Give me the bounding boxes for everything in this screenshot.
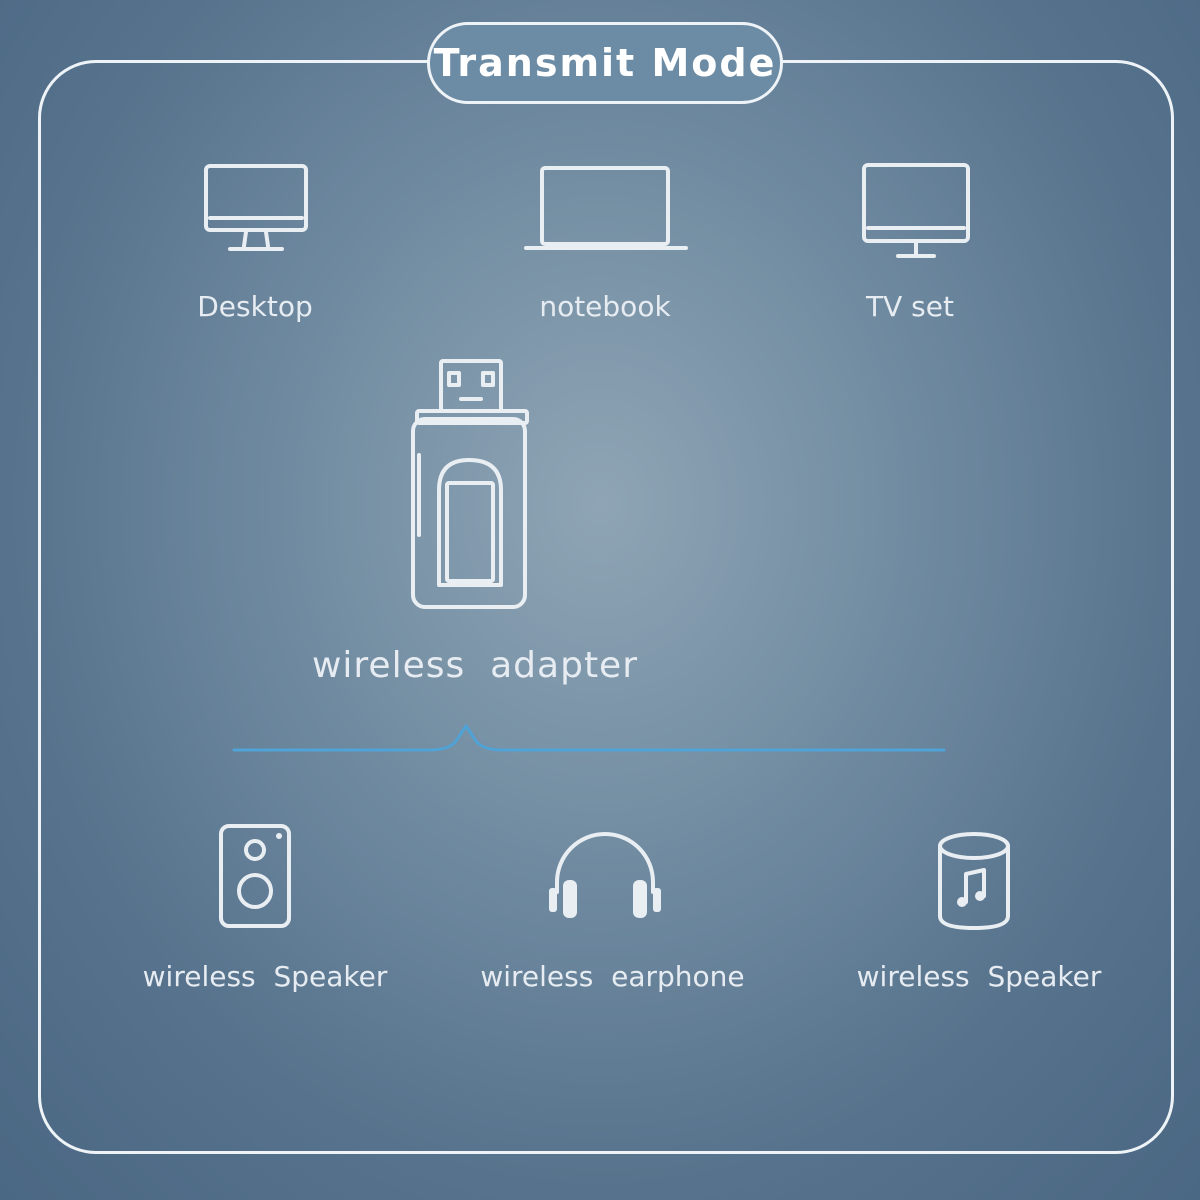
tv-icon bbox=[858, 160, 974, 264]
speaker-icon bbox=[215, 820, 295, 932]
source-label-tv: TV set bbox=[866, 290, 954, 323]
headphones-icon bbox=[543, 822, 667, 926]
receiver-label-cylinder-speaker: wireless Speaker bbox=[856, 960, 1102, 993]
connection-bracket bbox=[230, 720, 950, 760]
receiver-label-earphone: wireless earphone bbox=[480, 960, 745, 993]
usb-adapter-icon bbox=[405, 355, 535, 615]
cylinder-speaker-icon bbox=[932, 828, 1016, 934]
source-label-notebook: notebook bbox=[539, 290, 671, 323]
diagram-title: Transmit Mode bbox=[427, 22, 783, 104]
adapter-label: wireless adapter bbox=[311, 645, 639, 686]
laptop-icon bbox=[520, 160, 692, 256]
receiver-label-speaker: wireless Speaker bbox=[142, 960, 388, 993]
source-label-desktop: Desktop bbox=[197, 290, 313, 323]
desktop-monitor-icon bbox=[200, 160, 312, 256]
